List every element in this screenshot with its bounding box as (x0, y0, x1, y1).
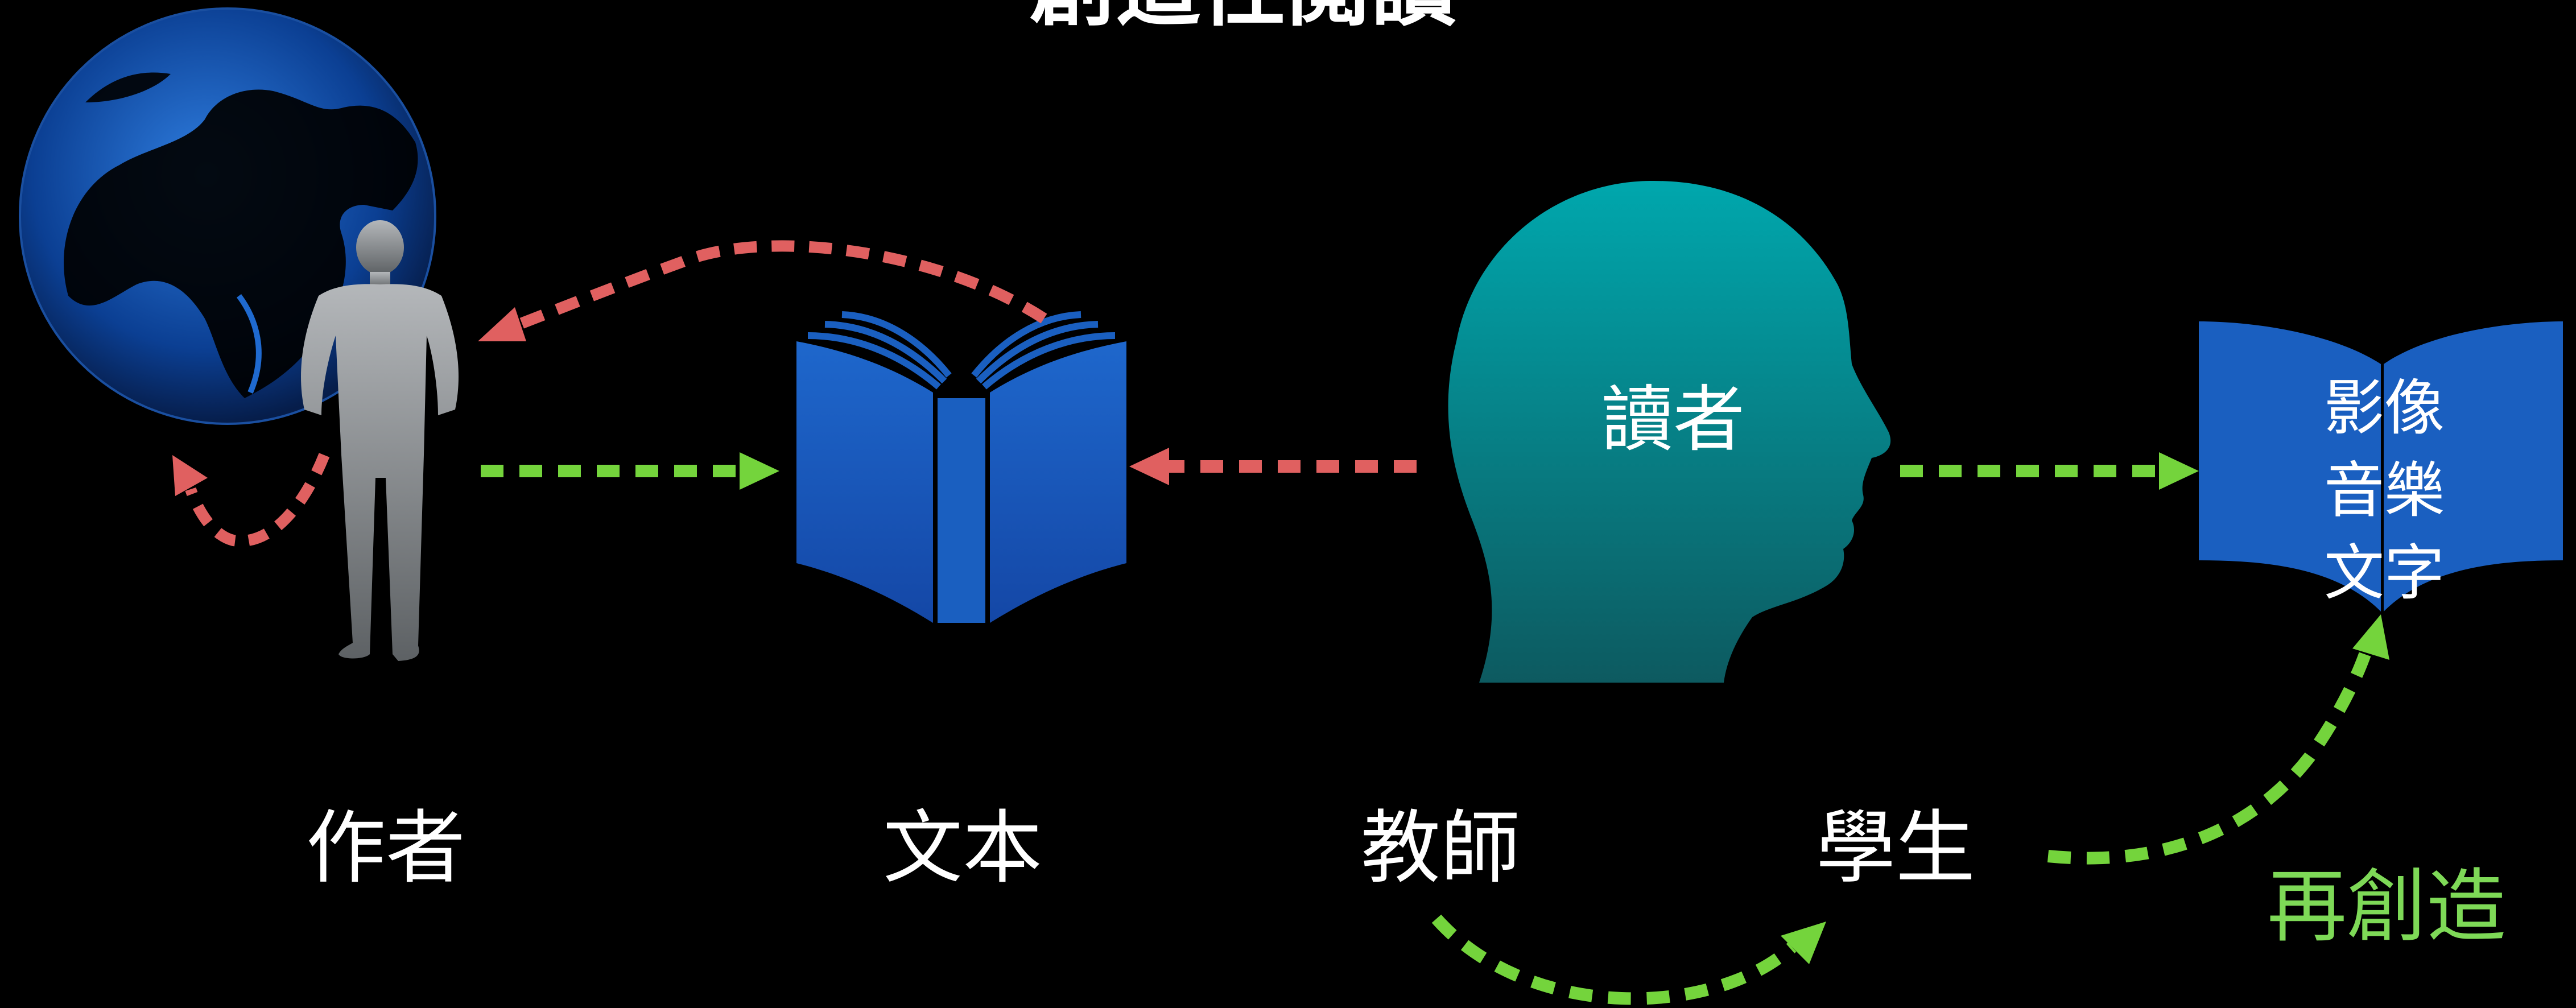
label-teacher: 教師 (1361, 802, 1521, 895)
arrow-text-to-author (478, 240, 1047, 341)
slide-title: 創造性閱讀 (1030, 0, 1456, 31)
arrow-author-to-world (172, 453, 330, 547)
label-text: 文本 (883, 802, 1043, 895)
arrow-reader-to-text (1129, 448, 1417, 485)
book-label-image: 影像 (2324, 373, 2445, 443)
book-label-text: 文字 (2324, 538, 2445, 608)
arrow-author-to-text (481, 452, 779, 490)
open-book-icon (796, 311, 1126, 623)
arrow-reader-to-creation (1900, 452, 2199, 490)
book-label-music: 音樂 (2324, 456, 2445, 526)
head-icon (1448, 180, 1891, 683)
arrow-student-to-creation (2047, 614, 2389, 865)
label-recreate: 再創造 (2267, 861, 2507, 953)
person-icon (301, 220, 459, 661)
label-author: 作者 (306, 802, 466, 895)
label-reader: 讀者 (1601, 378, 1745, 461)
label-student: 學生 (1816, 802, 1976, 895)
open-book-icon (2199, 321, 2563, 612)
arrow-teacher-to-student (1431, 914, 1826, 1005)
